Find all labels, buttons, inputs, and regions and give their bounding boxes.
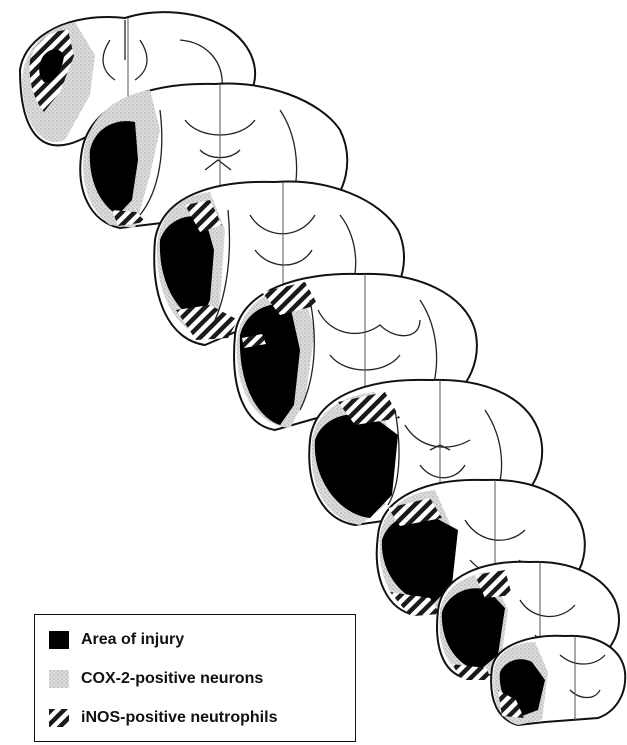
legend: Area of injury COX-2-positive neurons iN… xyxy=(34,614,356,742)
legend-label-inos: iNOS-positive neutrophils xyxy=(81,709,277,727)
legend-item-cox2: COX-2-positive neurons xyxy=(49,666,263,692)
legend-item-inos: iNOS-positive neutrophils xyxy=(49,705,277,731)
hatch-swatch-icon xyxy=(49,709,69,727)
brain-section-8 xyxy=(491,636,625,725)
injury-swatch-icon xyxy=(49,631,69,649)
legend-item-injury: Area of injury xyxy=(49,627,184,653)
legend-label-cox2: COX-2-positive neurons xyxy=(81,670,263,688)
stipple-swatch-icon xyxy=(49,670,69,688)
legend-label-injury: Area of injury xyxy=(81,631,184,649)
